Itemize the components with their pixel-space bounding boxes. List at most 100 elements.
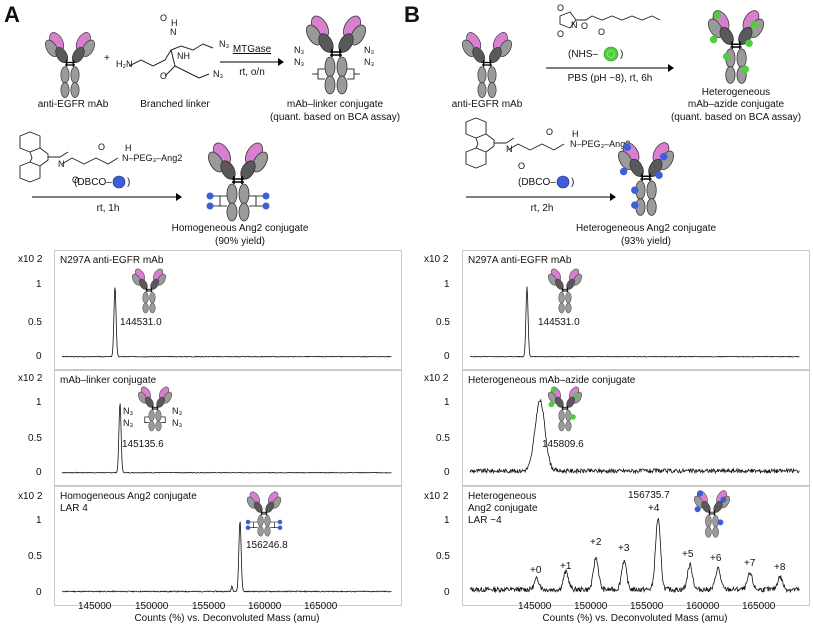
dbco-a-chain [61,157,119,165]
b2-ytick-1: 1 [444,397,450,408]
product2b-label: Heterogeneous Ang2 conjugate [575,223,717,234]
dbco-reagent-structure-b [465,117,515,169]
panel-a-mab-label: anti-EGFR mAb [37,99,109,110]
mab-azide-product-icon [704,7,768,85]
reaction-arrow-1 [220,58,284,66]
panel-b-letter: B [404,2,420,27]
spectrum-a3-frame [54,486,402,606]
dar-label-6: +6 [710,553,722,564]
product1-sub: (quant. based on BCA assay) [269,112,401,123]
dbco-a-o2: O [98,142,106,152]
b3-peak-label: 156735.7 [628,490,670,501]
linker-n: N [170,27,177,37]
b-xtick-145000: 145000 [518,601,552,612]
dbco-b-h: H [572,129,579,139]
dar-label-8: +8 [774,562,786,573]
linker-o2: O [160,71,168,81]
b2-ytick-0: 0 [444,467,450,478]
a2-n3-3: N₃ [123,418,134,428]
b2-antibody-icon [546,384,584,432]
reaction-arrow-1b [546,64,674,72]
b1-ytick-1: 1 [444,279,450,290]
dar-label-1: +1 [560,561,572,572]
arrow1-reagent-label: MTGase [232,44,272,55]
arrow2a-reagent-label: (DBCO– [74,177,112,188]
nhs-green-dot [603,46,619,62]
dbco-b-o1: O [518,161,526,171]
b2-title: Heterogeneous mAb–azide conjugate [468,375,636,386]
a1-ylabel: x10 2 [18,254,43,265]
a2-n3-1: N₃ [123,406,134,416]
b3-trace [469,517,800,594]
b1-trace [469,286,800,358]
b3-antibody-icon [691,488,733,538]
dbco-b-o2: O [546,127,554,137]
dbco-b-n: N [506,144,513,154]
nhs-o2: O [557,29,565,39]
a1-antibody-icon [130,266,168,314]
a1-ytick-05: 0.5 [28,317,42,328]
linker-n3-bottom: N₃ [213,69,224,79]
product1b-label: Heterogeneous [701,87,771,98]
linker-n3-top: N₃ [219,39,230,49]
b1-ytick-05: 0.5 [436,317,450,328]
arrow1b-close: ) [620,49,624,60]
a-xtick-165000: 165000 [304,601,338,612]
dar-label-7: +7 [744,558,756,569]
b1-ylabel: x10 2 [424,254,449,265]
a2-ylabel: x10 2 [18,373,43,384]
dbco-a-reagent-name: N–PEG₃–Ang2 [122,153,183,163]
spectrum-b1-frame [462,250,810,370]
nhs-o: O [581,21,589,31]
spectrum-a2-frame [54,370,402,486]
b3-ytick-0: 0 [444,587,450,598]
b1-antibody-icon [546,266,584,314]
arrow2a-condition-label: rt, 1h [96,203,120,214]
arrow2b-reagent-label: (DBCO– [518,177,556,188]
a2-ytick-1: 1 [36,397,42,408]
a1-peak-label: 144531.0 [120,317,162,328]
b3-ylabel: x10 2 [424,491,449,502]
dbco-b-reagent-name: N–PEG₃–Ang2 [570,139,631,149]
a1-trace [62,287,392,358]
heterogeneous-conjugate-icon [614,139,678,217]
a1-title: N297A anti-EGFR mAb [60,255,164,266]
a3-ytick-05: 0.5 [28,551,42,562]
ang2-dot-b [556,175,570,189]
a3-antibody-icon [244,489,284,537]
b2-ylabel: x10 2 [424,373,449,384]
product2a-sub: (90% yield) [214,236,266,247]
a2-ytick-05: 0.5 [28,433,42,444]
a3-title: Homogeneous Ang2 conjugate [60,491,197,502]
linker-h2n: H₂N [116,59,133,69]
a2-ytick-0: 0 [36,467,42,478]
arrow2b-close: ) [571,177,575,188]
linker-nh: NH [177,51,190,61]
b-xtick-160000: 160000 [686,601,720,612]
dar-label-5: +5 [682,549,694,560]
product1-n3-4: N₃ [364,57,375,67]
linker-h: H [171,18,178,28]
nhs-o1: O [557,3,565,13]
dbco-a-n: N [58,159,65,169]
dbco-b-chain [507,143,565,151]
dar-label-2: +2 [590,537,602,548]
b1-ytick-0: 0 [444,351,450,362]
nhs-azide-structure [559,11,661,29]
arrow1-condition-label: rt, o/n [239,67,265,78]
product1-n3-2: N₃ [364,45,375,55]
b2-ytick-05: 0.5 [436,433,450,444]
product2b-sub: (93% yield) [620,236,672,247]
product1-n3-1: N₃ [294,45,305,55]
arrow1b-condition-label: PBS (pH ~8), rt, 6h [567,73,653,84]
branched-linker-label: Branched linker [140,99,210,110]
a-xlabel: Counts (%) vs. Deconvoluted Mass (amu) [134,613,320,624]
a2-peak-label: 145135.6 [122,439,164,450]
mab-linker-product-icon [302,12,370,95]
a-xtick-145000: 145000 [78,601,112,612]
a1-ytick-0: 0 [36,351,42,362]
product1-label: mAb–linker conjugate [286,99,384,110]
b-xlabel: Counts (%) vs. Deconvoluted Mass (amu) [542,613,728,624]
arrow2a-close: ) [127,177,131,188]
